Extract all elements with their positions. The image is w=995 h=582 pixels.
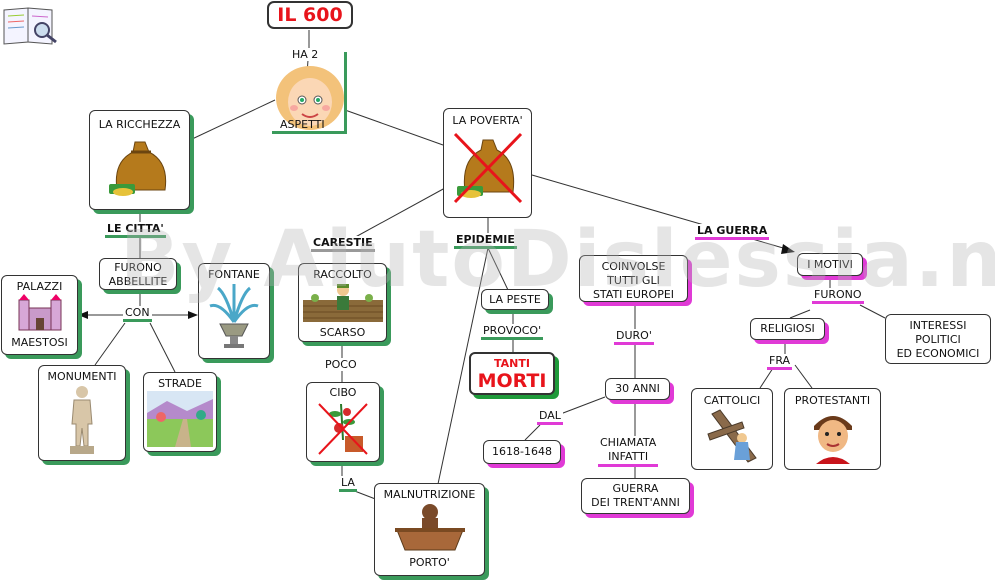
statue-icon [70, 386, 94, 454]
node-1618-1648: 1618-1648 [483, 440, 561, 464]
label-carestie: CARESTIE [311, 236, 375, 252]
label-ha-2: HA 2 [290, 48, 321, 61]
crossed-money-bag-icon [453, 132, 522, 204]
node-religiosi: RELIGIOSI [750, 318, 825, 340]
label-con: CON [123, 306, 152, 322]
money-bag-icon [108, 141, 166, 196]
label-epidemie: EPIDEMIE [454, 233, 517, 249]
node-interessi: INTERESSI POLITICI ED ECONOMICI [885, 314, 991, 364]
node-strade: STRADE [143, 372, 217, 452]
node-coinvolse: COINVOLSE TUTTI GLI STATI EUROPEI [579, 255, 688, 302]
label-duro: DURO' [614, 329, 654, 345]
label-dal: DAL [537, 409, 563, 425]
label-la: LA [339, 476, 357, 492]
node-malnutrizione: MALNUTRIZIONE PORTO' [374, 483, 485, 576]
label-poco: POCO [323, 358, 359, 371]
node-tanti-morti: TANTI MORTI [469, 352, 555, 395]
child-tub-icon [394, 504, 465, 551]
label-le-citta: LE CITTA' [105, 222, 166, 238]
label-la-guerra: LA GUERRA [695, 224, 770, 240]
node-palazzi-maestosi: PALAZZI MAESTOSI [1, 275, 78, 355]
farmer-icon [302, 284, 383, 322]
crossed-food-icon [318, 403, 368, 455]
cross-icon [707, 409, 757, 463]
node-la-poverta: LA POVERTA' [443, 108, 532, 218]
label-chiamata-infatti: CHIAMATA INFATTI [598, 436, 659, 467]
node-la-ricchezza: LA RICCHEZZA [89, 110, 190, 210]
node-cibo: CIBO [306, 382, 380, 462]
girl-face-icon [276, 66, 344, 130]
page-title: IL 600 [267, 1, 353, 29]
node-fontane: FONTANE [198, 263, 270, 359]
node-i-motivi: I MOTIVI [797, 253, 863, 276]
boy-face-icon [813, 416, 852, 464]
book-icon [3, 7, 57, 45]
label-furono: FURONO [812, 288, 864, 304]
label-aspetti: ASPETTI [280, 118, 325, 131]
castle-icon [18, 294, 61, 331]
node-monumenti: MONUMENTI [38, 365, 126, 461]
node-cattolici: CATTOLICI [691, 388, 773, 470]
node-la-peste: LA PESTE [481, 289, 549, 310]
label-provoco: PROVOCO' [481, 324, 544, 340]
aspetti-accent [344, 52, 347, 134]
node-protestanti: PROTESTANTI [784, 388, 881, 470]
node-raccolto-scarso: RACCOLTO SCARSO [298, 263, 387, 342]
node-guerra-trent-anni: GUERRA DEI TRENT'ANNI [581, 478, 690, 514]
label-fra: FRA [767, 354, 793, 370]
node-furono-abbellite: FURONO ABBELLITE [99, 258, 177, 290]
node-30-anni: 30 ANNI [605, 378, 670, 400]
fountain-icon [209, 284, 259, 348]
aspetti-accent-bottom [272, 131, 347, 134]
landscape-icon [147, 391, 213, 447]
